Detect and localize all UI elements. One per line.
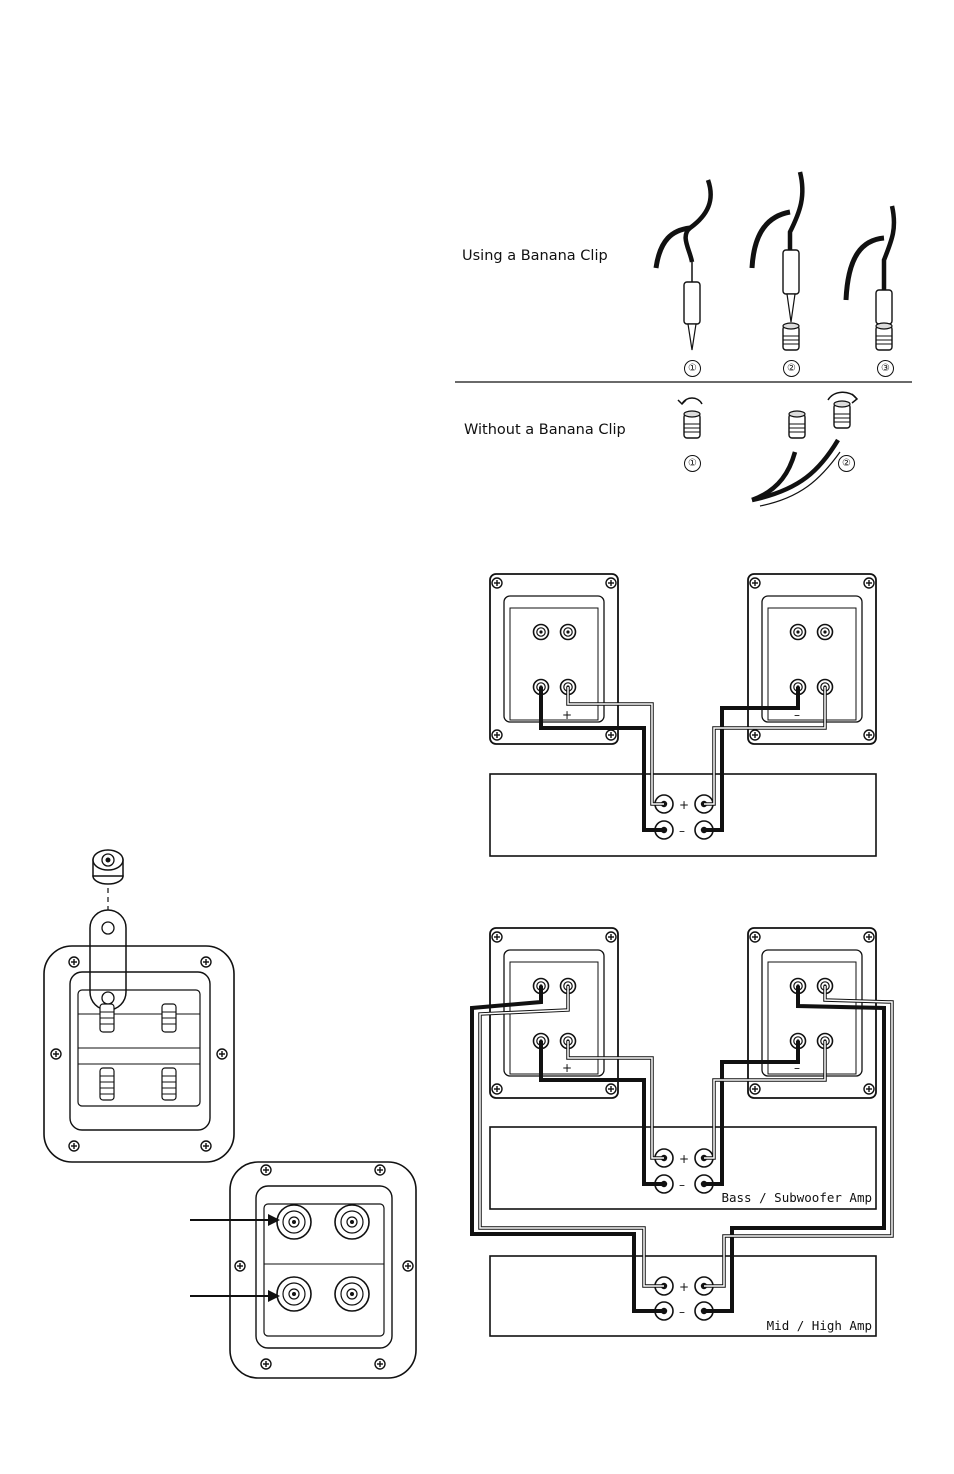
no-banana-step-2 <box>752 392 857 506</box>
banana-step-number-2: ② <box>783 360 800 377</box>
speaker2-minus-sign: – <box>794 708 800 722</box>
bass-amp-label: Bass / Subwoofer Amp <box>721 1190 872 1205</box>
bi-amp-diagram: + – + – Bass / Subwoofer Amp + – Mid / H… <box>472 928 892 1336</box>
amp1-minus-sign: – <box>679 824 685 838</box>
banana-step-number-1: ① <box>684 360 701 377</box>
arrow-upper-terminal <box>190 1214 280 1226</box>
no-banana-step-1 <box>678 398 702 438</box>
amp2-minus-sign: – <box>679 1178 685 1192</box>
amp2-plus-sign: + <box>679 1152 689 1166</box>
banana-step-number-3: ③ <box>877 360 894 377</box>
no-banana-step-number-1: ① <box>684 455 701 472</box>
banana-clip-step-2 <box>752 172 802 350</box>
banana-clip-step-3 <box>846 206 894 350</box>
single-amp-diagram: + – + – <box>490 574 876 856</box>
no-banana-step-number-2: ② <box>838 455 855 472</box>
without-banana-clip-label: Without a Banana Clip <box>464 422 626 438</box>
terminal-plate-detail <box>230 1162 416 1378</box>
amp3-minus-sign: – <box>679 1305 685 1319</box>
mid-high-amp-label: Mid / High Amp <box>767 1318 872 1333</box>
jumper-bar-assembly <box>44 850 234 1162</box>
using-banana-clip-label: Using a Banana Clip <box>462 248 608 264</box>
amp3-plus-sign: + <box>679 1280 689 1294</box>
arrow-lower-terminal <box>190 1290 280 1302</box>
speaker3-plus-sign: + <box>562 1061 572 1075</box>
speaker1-plus-sign: + <box>562 708 572 722</box>
amp1-plus-sign: + <box>679 798 689 812</box>
banana-clip-step-1 <box>656 180 711 350</box>
